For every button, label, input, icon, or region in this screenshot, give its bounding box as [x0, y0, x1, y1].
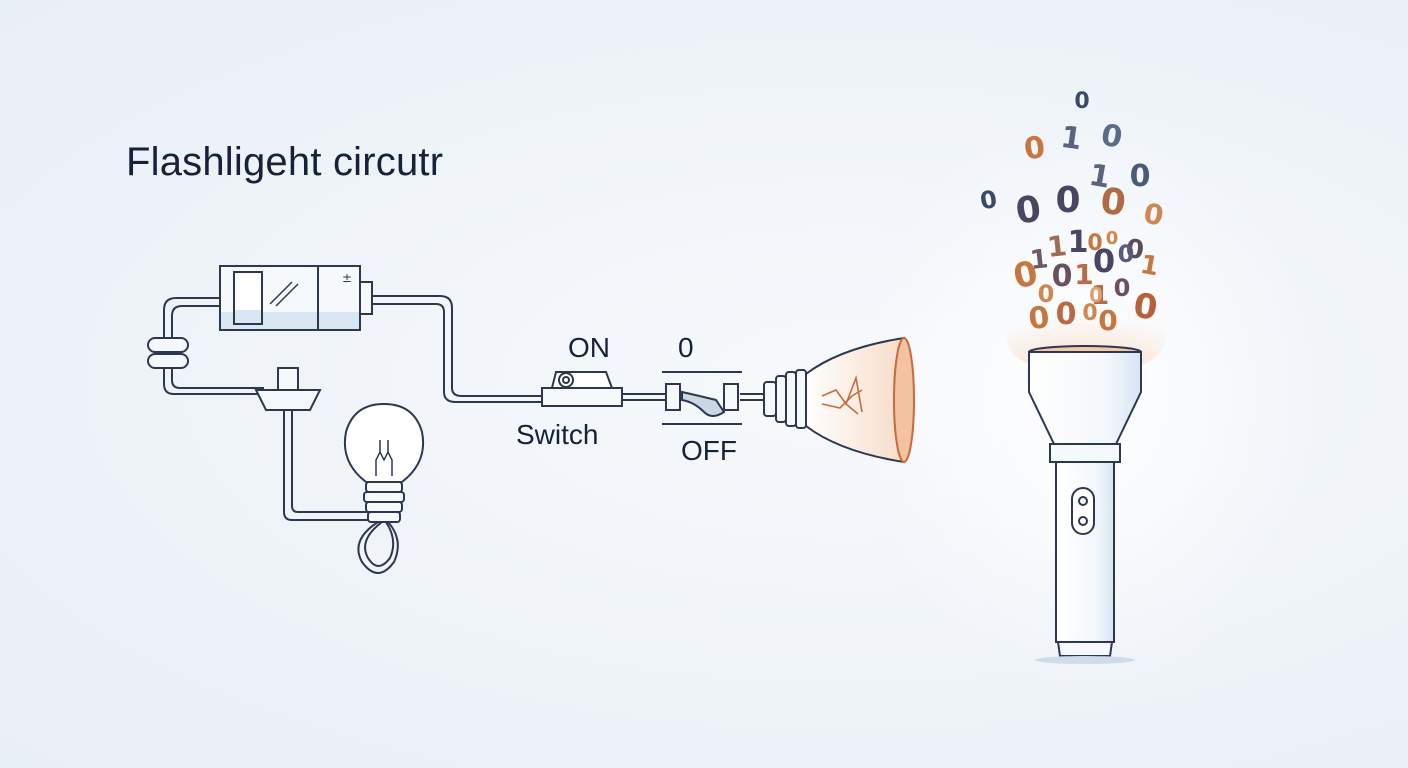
- binary-digit: 1: [1091, 281, 1109, 311]
- on-label: ON: [568, 332, 610, 363]
- binary-digit: 0: [1052, 259, 1073, 294]
- binary-digit: 0: [1131, 286, 1160, 329]
- zero-label: 0: [678, 332, 694, 363]
- flashlight: [1006, 300, 1166, 664]
- binary-digit: 1: [1046, 229, 1069, 264]
- binary-digit: 1: [1074, 258, 1093, 291]
- binary-digit: 0: [1056, 297, 1077, 332]
- binary-digit: 0: [1013, 189, 1044, 233]
- binary-digit: 1: [1138, 250, 1161, 283]
- binary-digit: 0: [1089, 283, 1103, 307]
- switch-label: Switch: [516, 419, 599, 450]
- battery: ±: [219, 265, 373, 331]
- binary-digit: 0: [1099, 181, 1128, 224]
- fuse-connector: [254, 367, 322, 411]
- binary-digit: 1: [1059, 120, 1085, 158]
- circuit-wires: [147, 295, 764, 521]
- binary-digit: 0: [978, 185, 999, 215]
- binary-digit: 0: [1130, 159, 1151, 194]
- binary-digit: 0: [1093, 242, 1115, 280]
- binary-digit: 0: [1098, 304, 1117, 337]
- binary-digit: 0: [1074, 89, 1089, 114]
- lamp-reflector-bulb: [763, 336, 915, 464]
- binary-digit: 1: [1068, 225, 1089, 260]
- binary-digit: 0: [1118, 240, 1135, 268]
- binary-digit: 0: [1038, 280, 1055, 308]
- binary-digit: 0: [1114, 274, 1131, 302]
- binary-digit: 0: [1022, 130, 1048, 168]
- incandescent-bulb: [344, 402, 424, 574]
- binary-digit: 1: [1029, 244, 1050, 276]
- binary-digit: 0: [1055, 180, 1080, 221]
- toggle-switch: [662, 371, 742, 425]
- binary-digit: 0: [1082, 301, 1097, 326]
- binary-digit: 0: [1087, 231, 1102, 256]
- rocker-switch: [541, 371, 623, 407]
- binary-digit: 0: [1124, 234, 1145, 266]
- svg-text:±: ±: [342, 271, 352, 285]
- binary-digit: 0: [1106, 228, 1119, 249]
- binary-digit: 0: [1027, 300, 1051, 337]
- diagram-title: Flashligeht circutr: [126, 140, 444, 184]
- off-label: OFF: [681, 435, 737, 466]
